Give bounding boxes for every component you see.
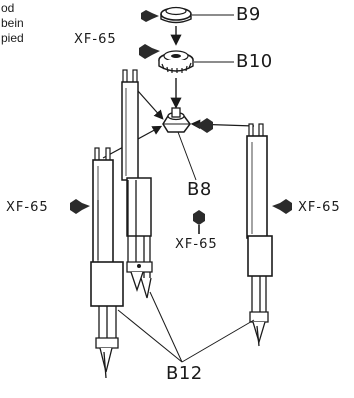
paint-label-right: XF-65 bbox=[298, 200, 341, 215]
paint-label-top: XF-65 bbox=[74, 32, 117, 47]
part-label-b10: B10 bbox=[236, 51, 273, 72]
paint-marker-center-icon bbox=[193, 210, 205, 234]
note-line-2: bein bbox=[1, 16, 24, 30]
paint-marker-right-icon bbox=[272, 199, 292, 214]
paint-marker-b9-icon bbox=[141, 10, 159, 22]
part-label-b9: B9 bbox=[236, 4, 261, 25]
part-b8-hub-drawing bbox=[162, 107, 191, 133]
part-b9-drawing bbox=[160, 6, 192, 24]
paint-label-center: XF-65 bbox=[175, 237, 218, 252]
part-label-b8: B8 bbox=[187, 179, 212, 200]
left-leg-drawing bbox=[90, 147, 124, 379]
right-leg-drawing bbox=[246, 123, 273, 347]
paint-marker-right-leg-icon bbox=[194, 118, 213, 133]
b12-leader-center bbox=[149, 291, 183, 363]
b12-leader-left bbox=[117, 309, 183, 363]
back-leg-drawing bbox=[121, 69, 153, 299]
note-line-3: pied bbox=[1, 31, 24, 45]
b12-leader-right bbox=[181, 319, 255, 363]
paint-label-left: XF-65 bbox=[6, 200, 49, 215]
note-line-1: od bbox=[1, 1, 15, 15]
part-label-b12: B12 bbox=[166, 363, 203, 384]
paint-marker-b10-icon bbox=[139, 44, 160, 59]
b8-leader-line bbox=[177, 131, 197, 181]
paint-marker-left-icon bbox=[70, 199, 90, 214]
part-b10-drawing bbox=[158, 50, 194, 73]
